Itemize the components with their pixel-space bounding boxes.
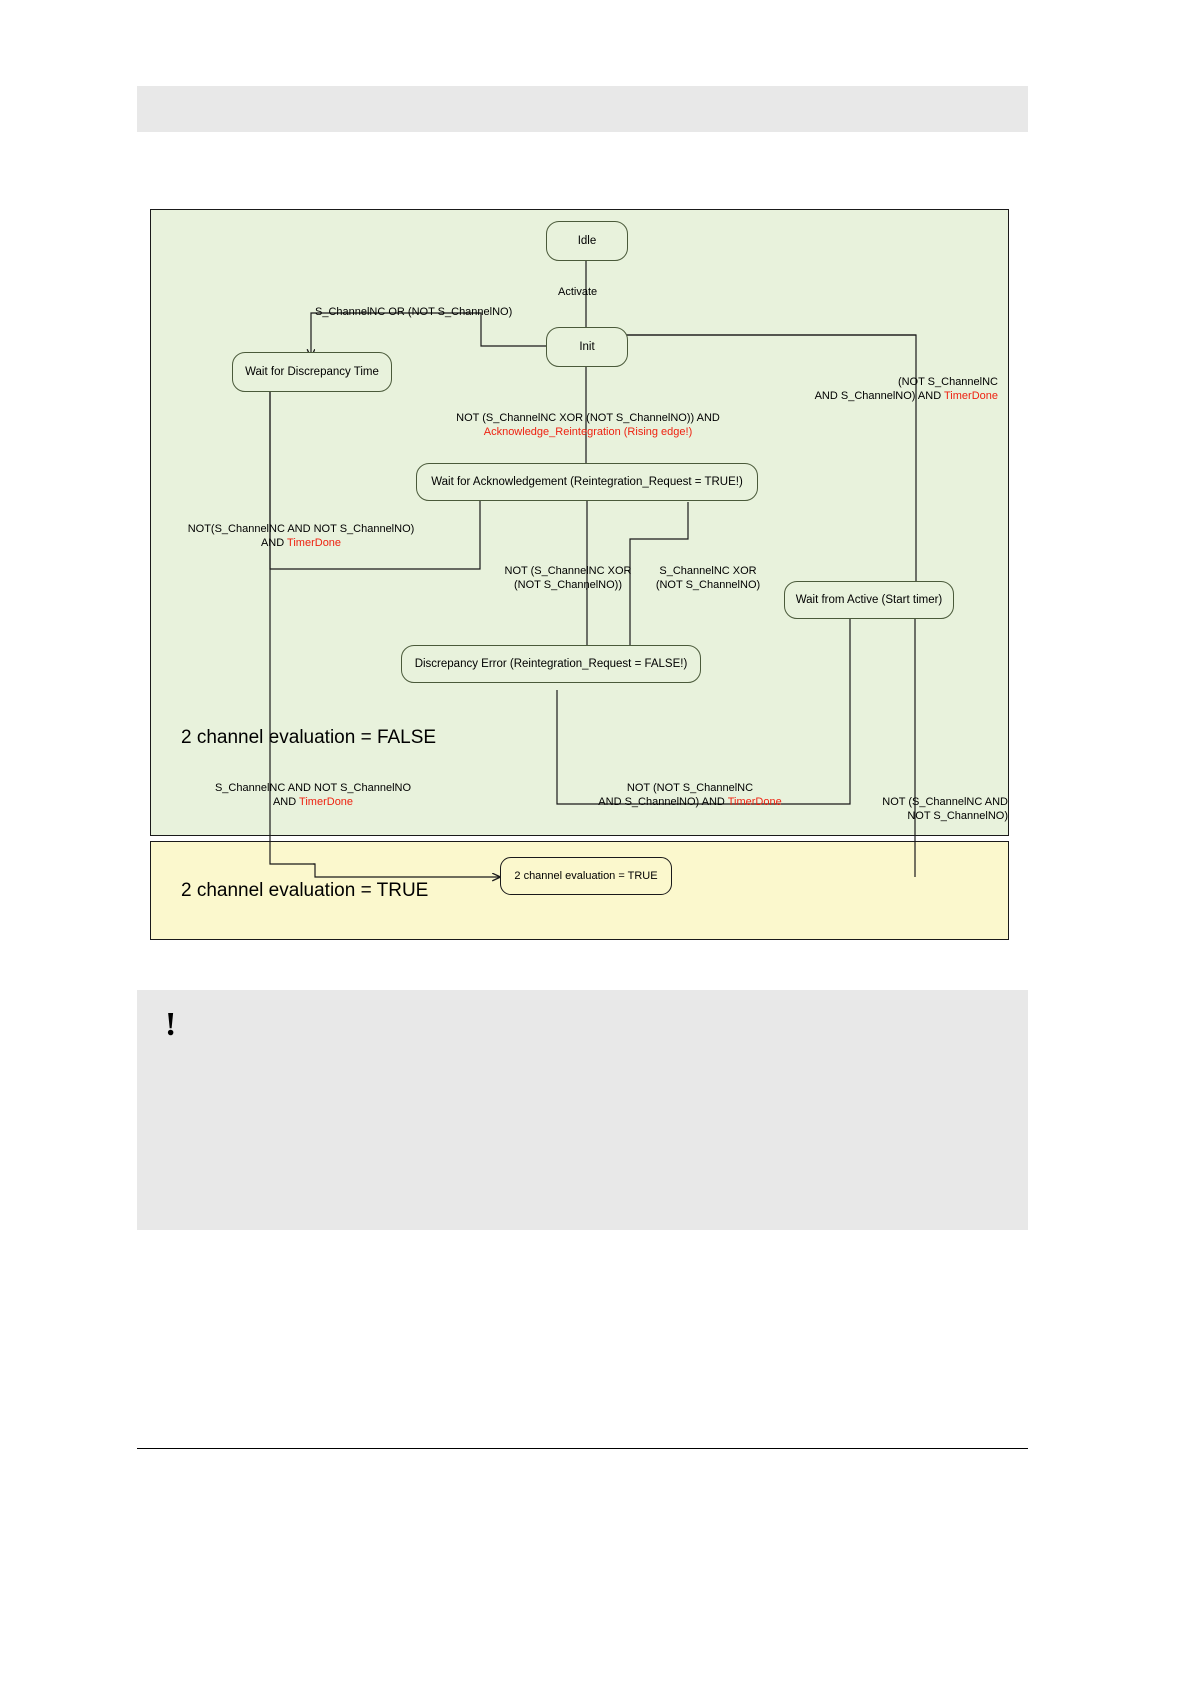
- transition-label-waitack-to-err: S_ChannelNC XOR (NOT S_ChannelNO): [643, 564, 773, 592]
- state-idle[interactable]: Idle: [546, 221, 628, 261]
- transition-label-waitdisc-to-waitack-line1: NOT(S_ChannelNC AND NOT S_ChannelNO): [187, 523, 415, 535]
- state-wait-for-acknowledgement[interactable]: Wait for Acknowledgement (Reintegration_…: [416, 463, 758, 501]
- state-machine-diagram: Idle Init Wait for Discrepancy Time Wait…: [150, 209, 1011, 940]
- transition-label-waitack-to-err-line1: S_ChannelNC XOR: [659, 565, 757, 577]
- transition-label-waitdisc-to-true: S_ChannelNC AND NOT S_ChannelNO AND Time…: [172, 781, 454, 809]
- transition-label-waitdisc-to-waitack-line2: AND TimerDone: [260, 537, 342, 549]
- transition-label-waitdisc-to-true-line2: AND TimerDone: [272, 796, 354, 808]
- state-wait-for-discrepancy-time[interactable]: Wait for Discrepancy Time: [232, 352, 392, 392]
- transition-label-err-to-waitactive: NOT (NOT S_ChannelNC AND S_ChannelNO) AN…: [545, 781, 835, 809]
- transition-label-init-to-wait-discrepancy-text: S_ChannelNC OR (NOT S_ChannelNO): [315, 306, 513, 318]
- transition-label-waitdisc-to-true-line1: S_ChannelNC AND NOT S_ChannelNO: [214, 782, 412, 794]
- transition-label-activate: Activate: [558, 285, 597, 299]
- transition-label-err-to-waitactive-line2: AND S_ChannelNO) AND TimerDone: [598, 796, 782, 808]
- transition-label-waitack-to-init: NOT (S_ChannelNC XOR (NOT S_ChannelNO)) …: [438, 411, 738, 439]
- transition-label-waitdisc-to-waitack: NOT(S_ChannelNC AND NOT S_ChannelNO) AND…: [170, 522, 432, 550]
- transition-label-true-to-waitactive-line1: NOT (S_ChannelNC AND: [882, 796, 1008, 808]
- state-wait-from-active-label: Wait from Active (Start timer): [795, 594, 943, 606]
- transition-label-true-to-waitactive: NOT (S_ChannelNC AND NOT S_ChannelNO): [780, 795, 1008, 823]
- state-idle-label: Idle: [577, 235, 597, 247]
- region-title-true: 2 channel evaluation = TRUE: [181, 880, 429, 901]
- state-two-channel-evaluation-true-label: 2 channel evaluation = TRUE: [514, 870, 658, 882]
- transition-label-err-to-waitactive-line1: NOT (NOT S_ChannelNC: [626, 782, 754, 794]
- state-wait-for-acknowledgement-label: Wait for Acknowledgement (Reintegration_…: [431, 476, 743, 488]
- state-two-channel-evaluation-true[interactable]: 2 channel evaluation = TRUE: [500, 857, 672, 895]
- transition-label-waitack-to-init-line2: Acknowledge_Reintegration (Rising edge!): [483, 426, 693, 438]
- state-discrepancy-error-label: Discrepancy Error (Reintegration_Request…: [414, 658, 688, 670]
- transition-label-err-to-waitack-line2: (NOT S_ChannelNO)): [514, 579, 622, 591]
- transition-label-err-to-waitack-line1: NOT (S_ChannelNC XOR: [504, 565, 632, 577]
- state-init-label: Init: [579, 341, 595, 353]
- transition-label-true-to-waitactive-line2: NOT S_ChannelNO): [907, 810, 1008, 822]
- transition-label-waitactive-to-init: (NOT S_ChannelNC AND S_ChannelNO) AND Ti…: [750, 375, 998, 403]
- note-box: !: [137, 990, 1028, 1230]
- transition-label-activate-text: Activate: [558, 286, 598, 298]
- transition-label-init-to-wait-discrepancy: S_ChannelNC OR (NOT S_ChannelNO): [315, 305, 512, 319]
- state-wait-for-discrepancy-time-label: Wait for Discrepancy Time: [245, 366, 379, 378]
- exclamation-icon: !: [165, 1006, 177, 1043]
- transition-wires: [269, 261, 1011, 940]
- region-title-false: 2 channel evaluation = FALSE: [181, 727, 437, 748]
- transition-label-waitactive-to-init-line2: AND S_ChannelNO) AND TimerDone: [814, 390, 998, 402]
- transition-label-err-to-waitack: NOT (S_ChannelNC XOR (NOT S_ChannelNO)): [488, 564, 648, 592]
- header-bar: [137, 86, 1028, 132]
- state-init[interactable]: Init: [546, 327, 628, 367]
- footer-rule: [137, 1448, 1028, 1449]
- transition-label-waitack-to-err-line2: (NOT S_ChannelNO): [655, 579, 761, 591]
- region-two-channel-false: [150, 209, 1009, 836]
- state-discrepancy-error[interactable]: Discrepancy Error (Reintegration_Request…: [401, 645, 701, 683]
- transition-label-waitactive-to-init-line1: (NOT S_ChannelNC: [897, 376, 998, 388]
- state-wait-from-active[interactable]: Wait from Active (Start timer): [784, 581, 954, 619]
- transition-label-waitack-to-init-line1: NOT (S_ChannelNC XOR (NOT S_ChannelNO)) …: [456, 412, 720, 424]
